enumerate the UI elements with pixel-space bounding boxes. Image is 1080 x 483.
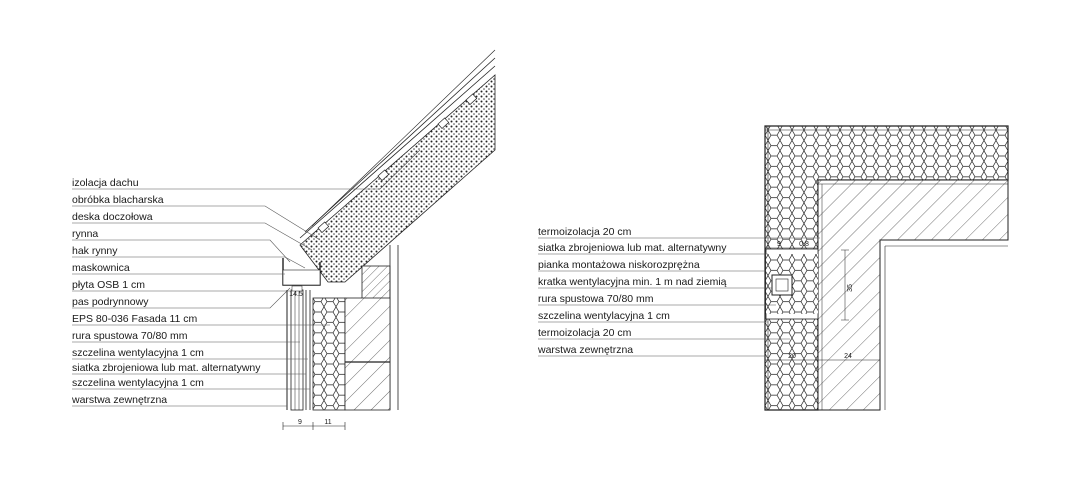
left-label-2: deska doczołowa [72,211,153,223]
dim-e-right: 35 [847,284,854,292]
wall-eps [312,297,346,411]
downpipe [290,289,304,411]
right-label-4: rura spustowa 70/80 mm [538,293,654,305]
corner-detail: 9 0.8 20 24 35 [764,125,1009,411]
right-label-1: siatka zbrojeniowa lub mat. alternatywny [538,242,727,254]
left-label-11: siatka zbrojeniowa lub mat. alternatywny [72,362,261,374]
dim-d-right: 24 [844,353,852,360]
left-label-7: pas podrynnowy [72,296,149,308]
dim-c-right: 20 [788,353,796,360]
right-label-0: termoizolacja 20 cm [538,226,632,238]
left-label-9: rura spustowa 70/80 mm [72,330,188,342]
rafter-block [361,265,391,301]
right-label-7: warstwa zewnętrzna [537,344,633,356]
left-labels: izolacja dachu obróbka blacharska deska … [71,149,421,407]
dim-c-left: 14.5 [289,291,303,298]
left-label-0: izolacja dachu [72,177,139,189]
left-label-10: szczelina wentylacyjna 1 cm [72,347,204,359]
left-label-13: warstwa zewnętrzna [71,394,167,406]
roof-insulation [299,74,496,283]
dim-a-right: 9 [777,241,781,248]
eaves-detail: 14.5 9 11 [282,49,496,430]
left-label-12: szczelina wentylacyjna 1 cm [72,377,204,389]
roof-battens [317,93,478,233]
left-label-5: maskownica [72,262,130,274]
left-label-4: hak rynny [72,245,118,257]
left-label-3: rynna [72,228,98,240]
dim-b-right: 0.8 [799,241,809,248]
structural-wall [817,179,1009,411]
dim-b-left: 11 [324,419,331,426]
right-label-6: termoizolacja 20 cm [538,327,632,339]
right-labels: termoizolacja 20 cm siatka zbrojeniowa l… [537,226,820,357]
left-label-6: płyta OSB 1 cm [72,279,145,291]
right-label-2: pianka montażowa niskorozprężna [538,259,700,271]
left-label-8: EPS 80-036 Fasada 11 cm [72,313,198,325]
right-label-5: szczelina wentylacyjna 1 cm [538,310,670,322]
dim-a-left: 9 [298,419,302,426]
wall-structure [344,297,391,363]
right-label-3: kratka wentylacyjna min. 1 m nad ziemią [538,276,727,288]
left-label-1: obróbka blacharska [72,194,164,206]
